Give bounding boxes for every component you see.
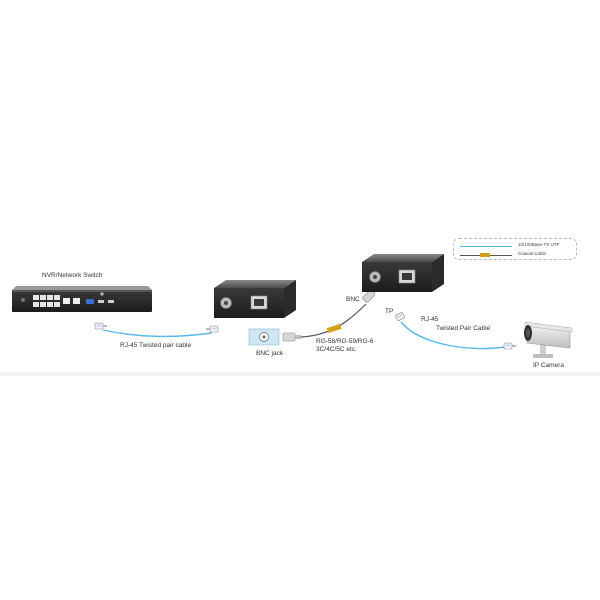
bnc-jack-label: BNC jack: [256, 350, 284, 357]
bnc-connector-icon: [282, 332, 301, 342]
legend-label-coax: Coaxial Cable: [518, 251, 547, 256]
floor-shadow: [0, 372, 600, 376]
bnc-jack-panel: [248, 328, 280, 346]
nvr-ethernet-ports: [33, 295, 80, 307]
nvr-switch-label: NVR/Network Switch: [42, 272, 103, 279]
coax-cable-segment: [326, 323, 342, 334]
legend-item-coax: Coaxial Cable: [460, 251, 572, 259]
legend-swatch-coax-accent: [480, 253, 490, 257]
nvr-usb-port: [98, 300, 104, 303]
nvr-power-port: [21, 298, 25, 302]
rj45-twisted-pair-cable-label: RJ-45 Twisted pair cable: [120, 342, 192, 349]
rj45-plug-icon: [395, 312, 405, 322]
coax-types-label-line2: 3C/4C/5C etc.: [316, 346, 357, 353]
utp-cable-right: [400, 321, 506, 350]
rj45-plug-icon: [503, 342, 516, 350]
ethernet-over-coax-transmitter: [214, 280, 296, 318]
twisted-pair-cable-label: Twisted Pair Cable: [436, 325, 491, 332]
rj45-plug-icon: [94, 322, 107, 330]
legend-swatch-utp: [460, 246, 512, 247]
coax-cable: [300, 303, 367, 338]
rj45-plug-icon: [206, 325, 219, 333]
utp-cable-left: [102, 329, 213, 338]
legend: 10/100Base-TX UTP Coaxial Cable: [453, 238, 577, 260]
tp-label: TP: [385, 308, 394, 315]
bnc-label: BNC: [346, 296, 360, 303]
rj45-label: RJ-45: [421, 316, 439, 323]
legend-item-utp: 10/100Base-TX UTP: [460, 242, 572, 250]
nvr-usb-port: [108, 300, 114, 303]
nvr-vga-port: [86, 299, 94, 304]
ip-camera: [524, 321, 573, 358]
coax-types-label-line1: RG-58/RG-59/RG-6: [316, 338, 374, 345]
nvr-switch-device: [12, 286, 152, 312]
nvr-audio-port: [100, 292, 104, 296]
ethernet-over-coax-receiver: [362, 254, 444, 292]
ip-camera-label: IP Camera: [533, 362, 564, 369]
legend-label-utp: 10/100Base-TX UTP: [518, 242, 560, 247]
